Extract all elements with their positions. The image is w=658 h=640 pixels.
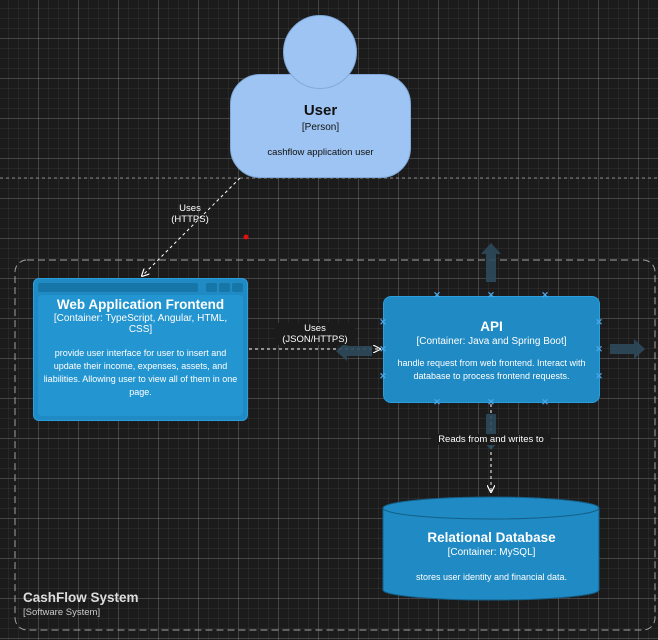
relation-user-frontend-label-line1: Uses [179,203,201,214]
browser-maximize-icon [219,283,230,292]
user-person-body[interactable]: User [Person] cashflow application user [230,74,411,178]
browser-minimize-icon [206,283,217,292]
frontend-desc-line2: update their income, expenses, assets, a… [53,361,228,371]
frontend-container[interactable]: Web Application Frontend [Container: Typ… [33,278,248,421]
selection-handle-icon[interactable]: ✕ [379,344,387,354]
connect-arrow-left-icon[interactable] [336,341,372,361]
frontend-title: Web Application Frontend [56,297,225,312]
api-desc-line1: handle request from web frontend. Intera… [397,358,586,368]
database-description: stores user identity and financial data. [415,572,568,582]
selection-handle-icon[interactable]: ✕ [541,290,549,300]
user-person-head[interactable] [283,15,357,89]
user-description: cashflow application user [267,147,374,158]
api-container[interactable]: API [Container: Java and Spring Boot] ha… [383,296,600,403]
database-title: Relational Database [427,530,556,545]
database-cylinder[interactable] [382,496,600,601]
connect-arrow-up-icon[interactable] [481,243,501,282]
user-type: [Person] [301,122,340,133]
selection-handle-icon[interactable]: ✕ [487,290,495,300]
frontend-desc-line1: provide user interface for user to inser… [54,348,227,358]
system-boundary-type: [Software System] [23,607,101,618]
browser-url-bar [38,283,198,292]
selection-handle-icon[interactable]: ✕ [541,397,549,407]
system-boundary-title: CashFlow System [23,590,139,605]
api-title: API [480,319,503,334]
relation-frontend-api-label-line2: (JSON/HTTPS) [282,334,348,345]
database-label: Relational Database [Container: MySQL] s… [383,530,600,584]
relation-user-frontend-line[interactable] [142,177,241,276]
browser-close-icon [232,283,243,292]
relation-frontend-api-label[interactable]: Uses (JSON/HTTPS) [275,323,355,345]
browser-window-bar [38,283,243,293]
frontend-description: provide user interface for user to inser… [30,347,251,399]
api-desc-line2: database to process frontend requests. [413,371,570,381]
frontend-desc-line4: page. [129,387,152,397]
red-marker-dot [243,234,249,240]
selection-handle-icon[interactable]: ✕ [595,344,603,354]
selection-handle-icon[interactable]: ✕ [379,317,387,327]
frontend-type-line1: [Container: TypeScript, Angular, HTML, [53,313,228,324]
selection-handle-icon[interactable]: ✕ [433,397,441,407]
frontend-content: Web Application Frontend [Container: Typ… [38,295,243,416]
connect-arrow-right-icon[interactable] [610,339,645,359]
user-title: User [303,102,338,119]
api-description: handle request from web frontend. Intera… [384,357,599,383]
relation-frontend-api-label-line1: Uses [304,323,326,334]
system-boundary[interactable] [14,259,656,631]
relation-user-frontend-label-line2: (HTTPS) [171,214,209,225]
selection-handle-icon[interactable]: ✕ [379,371,387,381]
selection-handle-icon[interactable]: ✕ [487,397,495,407]
relation-api-database-label[interactable]: Reads from and writes to [431,434,551,445]
relation-user-frontend-label[interactable]: Uses (HTTPS) [160,203,220,225]
frontend-type-line2: CSS] [128,324,153,335]
selection-handle-icon[interactable]: ✕ [595,371,603,381]
selection-handle-icon[interactable]: ✕ [595,317,603,327]
database-type: [Container: MySQL] [447,547,536,558]
api-type: [Container: Java and Spring Boot] [416,336,567,347]
selection-handle-icon[interactable]: ✕ [433,290,441,300]
frontend-desc-line3: liabilities. Allowing user to view all o… [43,374,238,384]
